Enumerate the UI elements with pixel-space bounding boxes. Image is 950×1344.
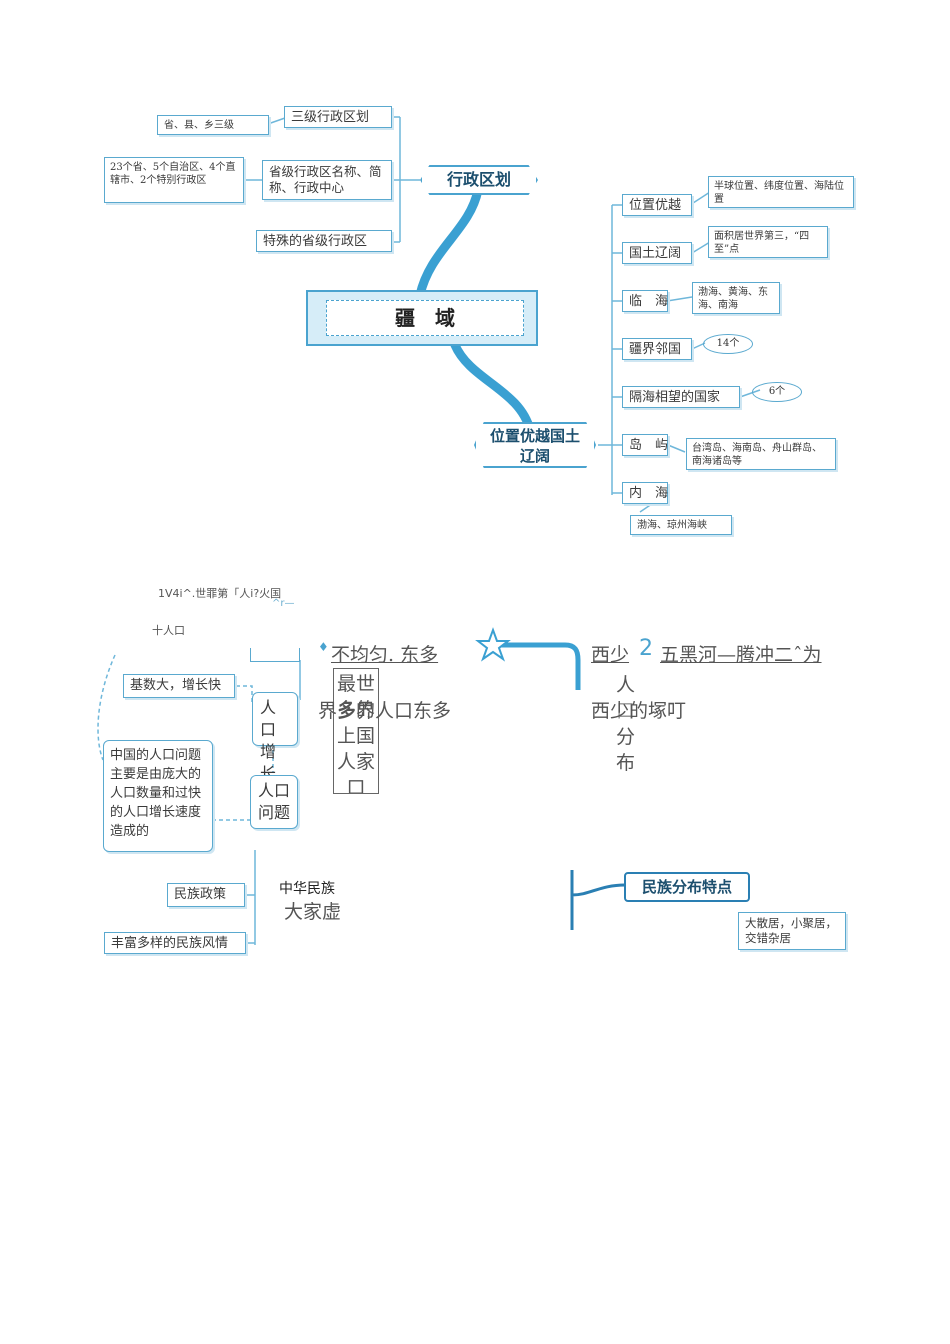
branch-title: 位置优越国土辽阔 — [490, 427, 581, 465]
center-node-title: 疆 域 — [326, 300, 524, 336]
node-label: 隔海相望的国家 — [629, 390, 721, 405]
text-vertical-ren: 人 — [616, 674, 636, 696]
detail-text: 渤海、黄海、东海、南海 — [698, 287, 768, 311]
detail-text: 14个 — [716, 338, 740, 349]
node-vast-territory: 国土辽阔 — [622, 242, 692, 264]
diamond-bullet: ♦ — [318, 640, 329, 654]
node-problem-explanation: 中国的人口问题主要是由庞大的人口数量和过快的人口增长速度造成的 — [103, 740, 213, 852]
node-base-large-growth-fast: 基数大，增长快 — [123, 674, 235, 698]
node-label: 丰富多样的民族风情 — [111, 936, 229, 951]
detail-adjacent-seas: 渤海、黄海、东海、南海 — [692, 282, 780, 314]
text-uneven-east-more: 不均匀. 东多 — [331, 644, 439, 666]
node-special-province: 特殊的省级行政区 — [256, 230, 392, 252]
node-label: 临 海 — [629, 294, 669, 309]
node-ethnic-distribution: 民族分布特点 — [624, 872, 750, 902]
node-label: 位置优越 — [629, 198, 682, 213]
text-vertical-fen: 分 — [616, 726, 636, 748]
node-inland-sea: 内 海 — [622, 482, 668, 504]
center-label: 疆 域 — [395, 306, 455, 330]
text-heihe-tengchong-line: 五黑河—腾冲二ˆ为 — [660, 644, 822, 666]
detail-text: 大散居，小聚居，交错杂居 — [745, 916, 837, 945]
node-province-names: 省级行政区名称、简称、行政中心 — [262, 160, 392, 200]
node-position-advantage: 位置优越 — [622, 194, 692, 216]
detail-three-level: 省、县、乡三级 — [157, 115, 269, 135]
text-vertical-kou: 口 — [616, 700, 636, 722]
node-label: 国土辽阔 — [629, 246, 682, 261]
detail-text: 台湾岛、海南岛、舟山群岛、南海诸岛等 — [692, 443, 822, 467]
detail-ethnic-distribution: 大散居，小聚居，交错杂居 — [738, 912, 846, 950]
text-vertical-bu: 布 — [616, 752, 636, 774]
node-across-sea-countries: 隔海相望的国家 — [622, 386, 740, 408]
node-three-level-admin: 三级行政区划 — [284, 106, 392, 128]
detail-text: 23个省、5个自治区、4个直辖市、2个特别行政区 — [110, 162, 236, 186]
detail-vast-territory: 面积居世界第三，“四至”点 — [708, 226, 828, 258]
text-west-less: 西少 — [591, 644, 630, 666]
scan-header-line: 1V4i^.世罪第「人i?火国 — [158, 587, 282, 600]
node-label: 疆界邻国 — [629, 342, 682, 357]
node-adjacent-seas: 临 海 — [622, 290, 668, 312]
detail-text: 6个 — [768, 386, 786, 397]
text-big-family: 大家虚 — [284, 901, 342, 923]
detail-text: 半球位置、纬度位置、海陆位置 — [714, 181, 844, 205]
node-cut-box — [250, 648, 300, 662]
text-west-less-2: 西少的塚叮 — [591, 700, 687, 722]
detail-text: 面积居世界第三，“四至”点 — [714, 231, 810, 255]
node-label: 内 海 — [629, 486, 669, 501]
node-label: 民族政策 — [174, 887, 227, 902]
detail-text: 省、县、乡三级 — [164, 120, 234, 131]
node-label: 中国的人口问题主要是由庞大的人口数量和过快的人口增长速度造成的 — [110, 748, 202, 839]
branch-title: 行政区划 — [446, 170, 511, 189]
node-ethnic-policy: 民族政策 — [167, 883, 245, 907]
node-label: 省级行政区名称、简称、行政中心 — [269, 164, 382, 195]
node-label: 三级行政区划 — [291, 110, 370, 125]
detail-inland-sea: 渤海、琼州海峡 — [630, 515, 732, 535]
node-label: 民族分布特点 — [641, 878, 732, 896]
text-vertical-most-populous: 最世多的上国人家口 — [333, 668, 379, 794]
detail-province-count: 23个省、5个自治区、4个直辖市、2个特别行政区 — [104, 157, 244, 203]
text-chinese-nation: 中华民族 — [279, 881, 335, 897]
scan-header-mark: ^r— — [272, 598, 295, 609]
center-node-frame: 疆 域 — [306, 290, 538, 346]
scan-header-population: 十人口 — [152, 624, 185, 637]
node-label: 人口问题 — [258, 781, 291, 822]
detail-position-advantage: 半球位置、纬度位置、海陆位置 — [708, 176, 854, 208]
detail-islands: 台湾岛、海南岛、舟山群岛、南海诸岛等 — [686, 438, 836, 470]
node-population-problem: 人口问题 — [250, 775, 298, 829]
node-label: 基数大，增长快 — [130, 678, 222, 693]
node-ethnic-customs: 丰富多样的民族风情 — [104, 932, 246, 954]
text-number-two: 2 — [639, 636, 653, 661]
node-label: 岛 屿 — [629, 438, 669, 453]
text-world-population-east: 界多界人口东多 — [318, 700, 452, 722]
branch-position-territory: 位置优越国土辽阔 — [474, 422, 596, 468]
node-population-growth: 人口增长 — [252, 692, 298, 783]
branch-admin-division: 行政区划 — [420, 165, 538, 195]
node-label: 特殊的省级行政区 — [263, 234, 368, 249]
node-label: 人口增长 — [260, 698, 277, 783]
node-neighbor-countries: 疆界邻国 — [622, 338, 692, 360]
detail-text: 渤海、琼州海峡 — [637, 520, 707, 531]
detail-neighbor-count: 14个 — [703, 334, 753, 354]
node-islands: 岛 屿 — [622, 434, 668, 456]
detail-across-sea-count: 6个 — [752, 382, 802, 402]
